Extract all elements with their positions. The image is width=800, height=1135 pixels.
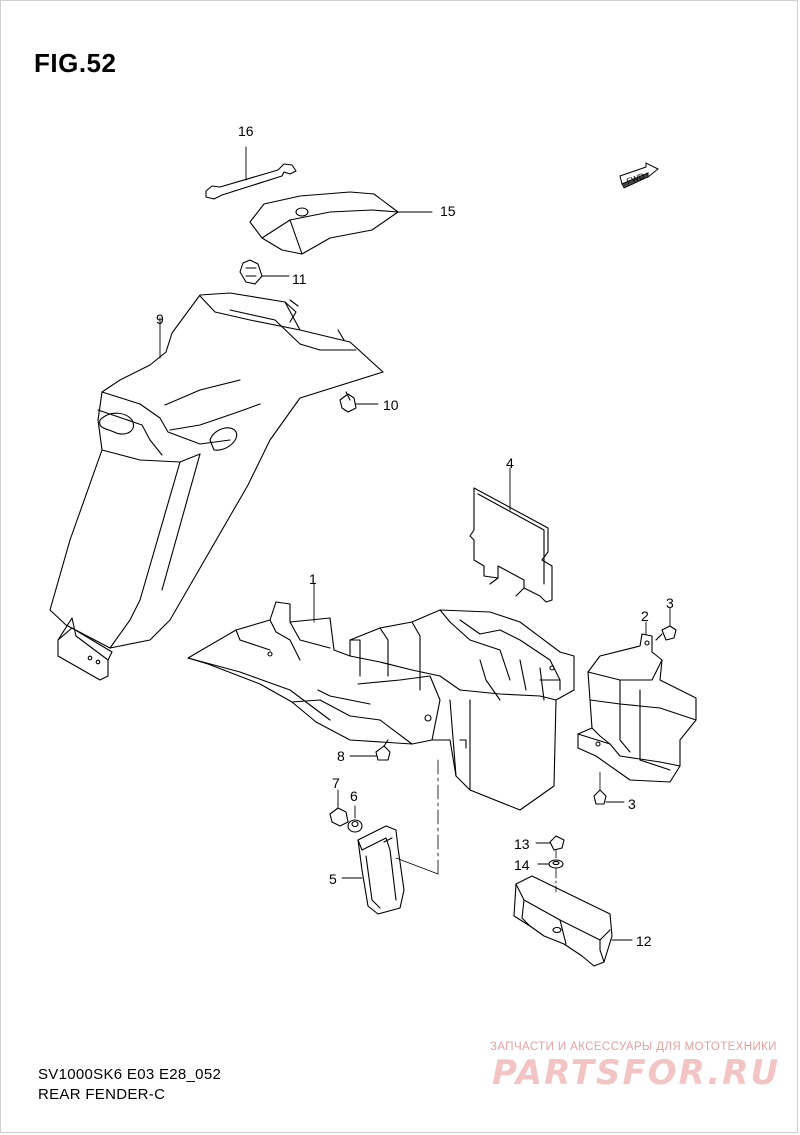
callout-9: 9 bbox=[156, 311, 164, 327]
forward-direction-icon: FWD bbox=[618, 162, 660, 197]
part-1-fender-body bbox=[187, 582, 575, 811]
figure-title: FIG.52 bbox=[34, 48, 117, 78]
part-3-screw-upper bbox=[655, 607, 677, 641]
part-4-plate bbox=[469, 467, 553, 603]
part-5-stay bbox=[341, 825, 405, 915]
callout-3-upper: 3 bbox=[666, 595, 674, 611]
part-3-screw-lower bbox=[593, 771, 625, 805]
section-name: REAR FENDER-C bbox=[38, 1086, 166, 1103]
callout-13: 13 bbox=[514, 836, 530, 852]
part-11-clip bbox=[239, 259, 290, 285]
part-15-tool-bag bbox=[249, 191, 433, 255]
part-7-bolt bbox=[329, 789, 349, 827]
callout-2: 2 bbox=[641, 608, 649, 624]
callout-8: 8 bbox=[337, 748, 345, 764]
model-code: SV1000SK6 E03 E28_052 bbox=[38, 1066, 222, 1083]
callout-7: 7 bbox=[332, 775, 340, 791]
callout-12: 12 bbox=[636, 933, 652, 949]
callout-6: 6 bbox=[350, 788, 358, 804]
part-12-cover bbox=[513, 875, 633, 967]
part-10-screw bbox=[339, 391, 379, 413]
part-13-bolt bbox=[535, 835, 565, 859]
assembly-line bbox=[395, 759, 439, 875]
part-9-rear-fender bbox=[49, 292, 384, 681]
callout-10: 10 bbox=[383, 397, 399, 413]
callout-4: 4 bbox=[506, 455, 514, 471]
watermark-brand: PARTSFOR.RU bbox=[492, 1053, 781, 1093]
part-6-grommet bbox=[347, 805, 363, 833]
part-2-bracket bbox=[577, 621, 697, 783]
callout-11: 11 bbox=[292, 271, 307, 287]
part-14-washer bbox=[537, 859, 564, 893]
callout-15: 15 bbox=[440, 203, 456, 219]
part-16-wrench bbox=[205, 146, 297, 200]
callout-1: 1 bbox=[309, 571, 317, 587]
part-8-bolt bbox=[349, 739, 391, 761]
callout-14: 14 bbox=[514, 857, 530, 873]
callout-5: 5 bbox=[329, 871, 337, 887]
watermark-tagline: ЗАПЧАСТИ И АКСЕССУАРЫ ДЛЯ МОТОТЕХНИКИ bbox=[490, 1041, 777, 1053]
callout-3-lower: 3 bbox=[628, 796, 636, 812]
callout-16: 16 bbox=[238, 123, 254, 139]
